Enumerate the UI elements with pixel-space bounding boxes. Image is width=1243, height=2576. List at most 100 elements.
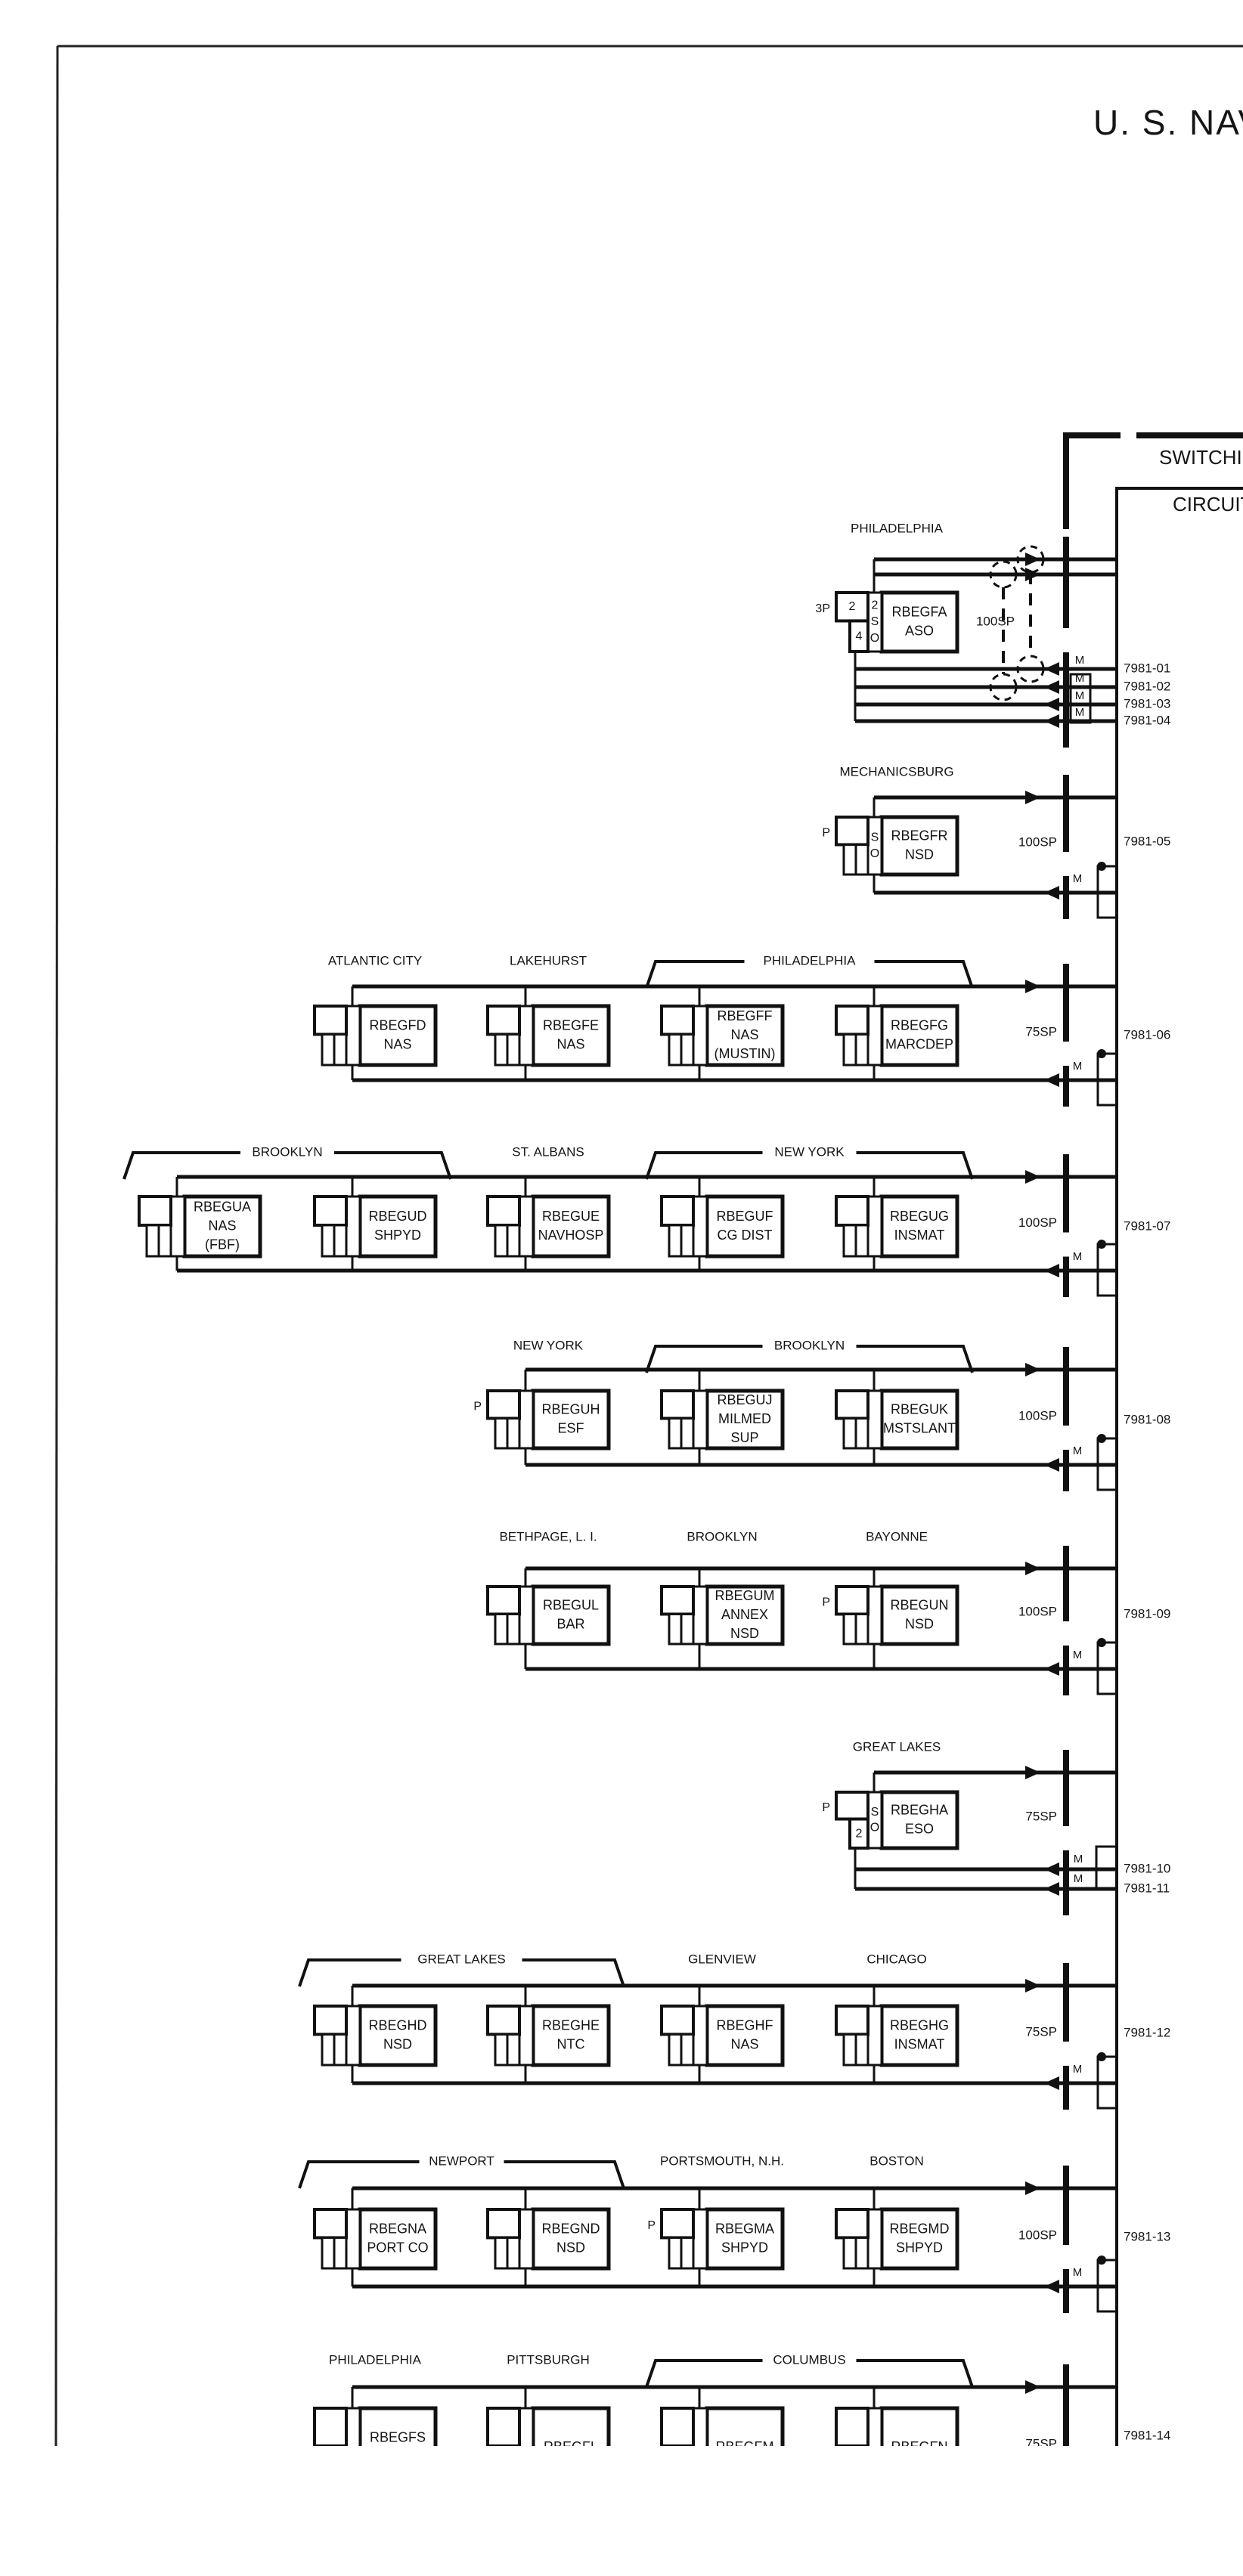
station-designation: NAS <box>208 1218 236 1233</box>
station-box <box>879 1389 959 1451</box>
station-strip <box>692 2208 708 2270</box>
monitor-label: M <box>1075 706 1085 719</box>
station-aux-box <box>848 619 869 654</box>
station-call-sign: RBEGFR <box>891 828 947 843</box>
station-designation: NAVHOSP <box>538 1228 604 1243</box>
arrow-right-icon <box>1025 791 1040 804</box>
station-aux-box <box>313 2005 348 2036</box>
arrow-left-icon <box>1044 1458 1059 1472</box>
location-label: PHILADELPHIA <box>851 521 944 535</box>
station-aux-box <box>494 2236 509 2270</box>
station-aux-box <box>680 2444 695 2446</box>
station-aux-box <box>680 2033 695 2067</box>
line-speed-label: 100SP <box>1018 1604 1057 1618</box>
station-aux-box <box>506 1224 521 1258</box>
location-bracket <box>874 960 974 989</box>
station-box <box>358 1194 438 1259</box>
station-aux-box <box>668 2444 683 2446</box>
line-speed-label: 75SP <box>1025 1809 1057 1823</box>
circuit-number: 7981-07 <box>1124 1218 1170 1233</box>
station-call-sign: RBEGHE <box>542 2017 600 2033</box>
arrow-left-icon <box>1044 2076 1059 2090</box>
station-designation: MSTSLANT <box>883 1420 956 1435</box>
station-aux-box <box>321 2033 336 2067</box>
station-aux-box <box>660 2407 695 2446</box>
station-strip <box>345 1195 361 1258</box>
circuit-number-heading: CIRCUIT NU <box>1173 493 1243 516</box>
station-designation: (MUSTIN) <box>714 1046 776 1061</box>
monitor-loop <box>1096 1641 1117 1695</box>
monitor-label: M <box>1075 672 1085 685</box>
location-bracket <box>334 1151 452 1180</box>
arrow-right-icon <box>1025 553 1040 566</box>
station-aux-box <box>680 2236 695 2270</box>
monitor-label: M <box>1075 689 1085 702</box>
station-call-sign: RBEGMA <box>715 2221 774 2236</box>
station-strip <box>692 1195 708 1258</box>
station-aux-box <box>835 816 869 847</box>
circuit-row: RBEGFDNASRBEGFENASRBEGFFNAS(MUSTIN)RBEGF… <box>313 953 1170 1107</box>
station-aux-box <box>854 2033 869 2067</box>
monitor-dot-icon <box>1097 862 1106 871</box>
station-strip <box>169 1195 186 1258</box>
location-bracket <box>856 2359 974 2388</box>
location-label: PORTSMOUTH, N.H. <box>660 2153 784 2168</box>
circuit-number: 7981-04 <box>1124 713 1170 727</box>
station-aux-box <box>842 1224 857 1258</box>
station-call-sign: RBEGUD <box>368 1209 426 1224</box>
monitor-label: M <box>1073 1444 1083 1457</box>
station-box <box>705 2406 785 2446</box>
station-call-sign: RBEGFF <box>717 1008 772 1023</box>
station-aux-box <box>486 2407 521 2446</box>
station-box <box>879 2004 959 2067</box>
patch-circle-icon <box>989 560 1018 589</box>
monitor-dot-icon <box>1097 2052 1106 2061</box>
station-designation: SHPYD <box>896 2240 943 2255</box>
station-strip-label: S <box>871 615 879 628</box>
station-aux-box <box>494 2033 509 2067</box>
station-aux-box <box>842 843 857 876</box>
location-label: ATLANTIC CITY <box>328 953 422 968</box>
station-box <box>705 2004 785 2067</box>
station-designation: NSD <box>905 1616 934 1631</box>
station-strip <box>518 1195 535 1258</box>
station-strip <box>866 1195 883 1258</box>
station-aux-box <box>494 1033 509 1067</box>
station-aux-box <box>506 1416 521 1450</box>
station-aux-box <box>668 2236 683 2270</box>
station-box <box>531 2207 611 2271</box>
monitor-dot-icon <box>1097 2256 1106 2265</box>
station-call-sign: RBEGFA <box>891 604 947 619</box>
station-aux-box <box>680 1416 695 1450</box>
station-strip <box>345 2005 361 2067</box>
station-strip <box>692 1585 708 1646</box>
station-designation: ASO <box>905 623 934 638</box>
arrow-right-icon <box>1025 1562 1040 1575</box>
station-box <box>705 1194 785 1259</box>
station-prefix: 3P <box>815 602 830 615</box>
location-label: MECHANICSBURG <box>839 764 953 779</box>
station-strip <box>866 1389 883 1450</box>
station-aux-box <box>854 1033 869 1067</box>
station-aux-box <box>668 1416 683 1450</box>
location-label: PITTSBURGH <box>507 2352 590 2367</box>
arrow-left-icon <box>1044 1882 1059 1896</box>
monitor-loop <box>1096 1052 1117 1107</box>
arrow-right-icon <box>1025 2181 1040 2195</box>
station-aux-box <box>842 1033 857 1067</box>
location-label: GLENVIEW <box>688 1952 756 1966</box>
station-aux-box <box>333 2033 348 2067</box>
station-call-sign: RBEGHF <box>716 2017 773 2033</box>
station-strip <box>866 2407 883 2446</box>
